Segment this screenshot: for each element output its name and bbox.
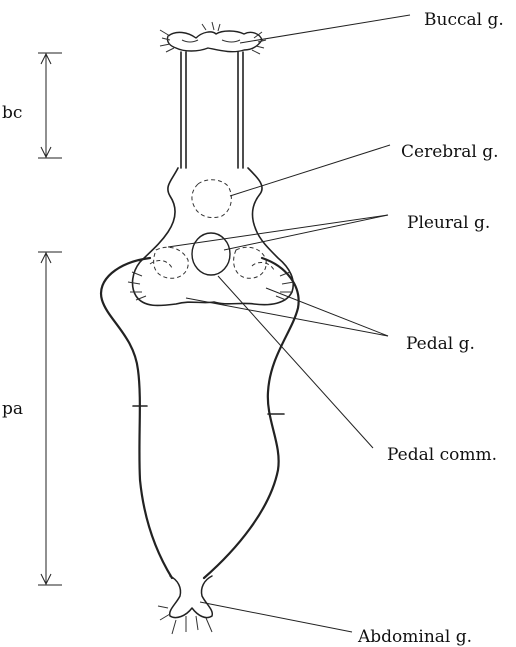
cerebro-buccal-connectives [181,52,243,168]
label-pedal-comm: Pedal comm. [387,445,497,465]
label-pa: pa [2,399,23,419]
abdominal-ganglion-shape [158,576,212,634]
central-ganglia-ring [128,168,294,306]
label-buccal-g: Buccal g. [424,10,504,30]
label-pleural-g: Pleural g. [407,213,490,233]
label-pedal-g: Pedal g. [406,334,475,354]
label-abdominal-g: Abdominal g. [357,627,472,647]
buccal-ganglia-shape [160,22,266,54]
scale-bar-pa [38,252,62,585]
label-bc: bc [2,103,22,123]
leader-lines [168,15,410,632]
pleuro-abdominal-connectives [101,258,299,578]
label-cerebral-g: Cerebral g. [401,142,499,162]
scale-bar-bc [38,53,62,158]
